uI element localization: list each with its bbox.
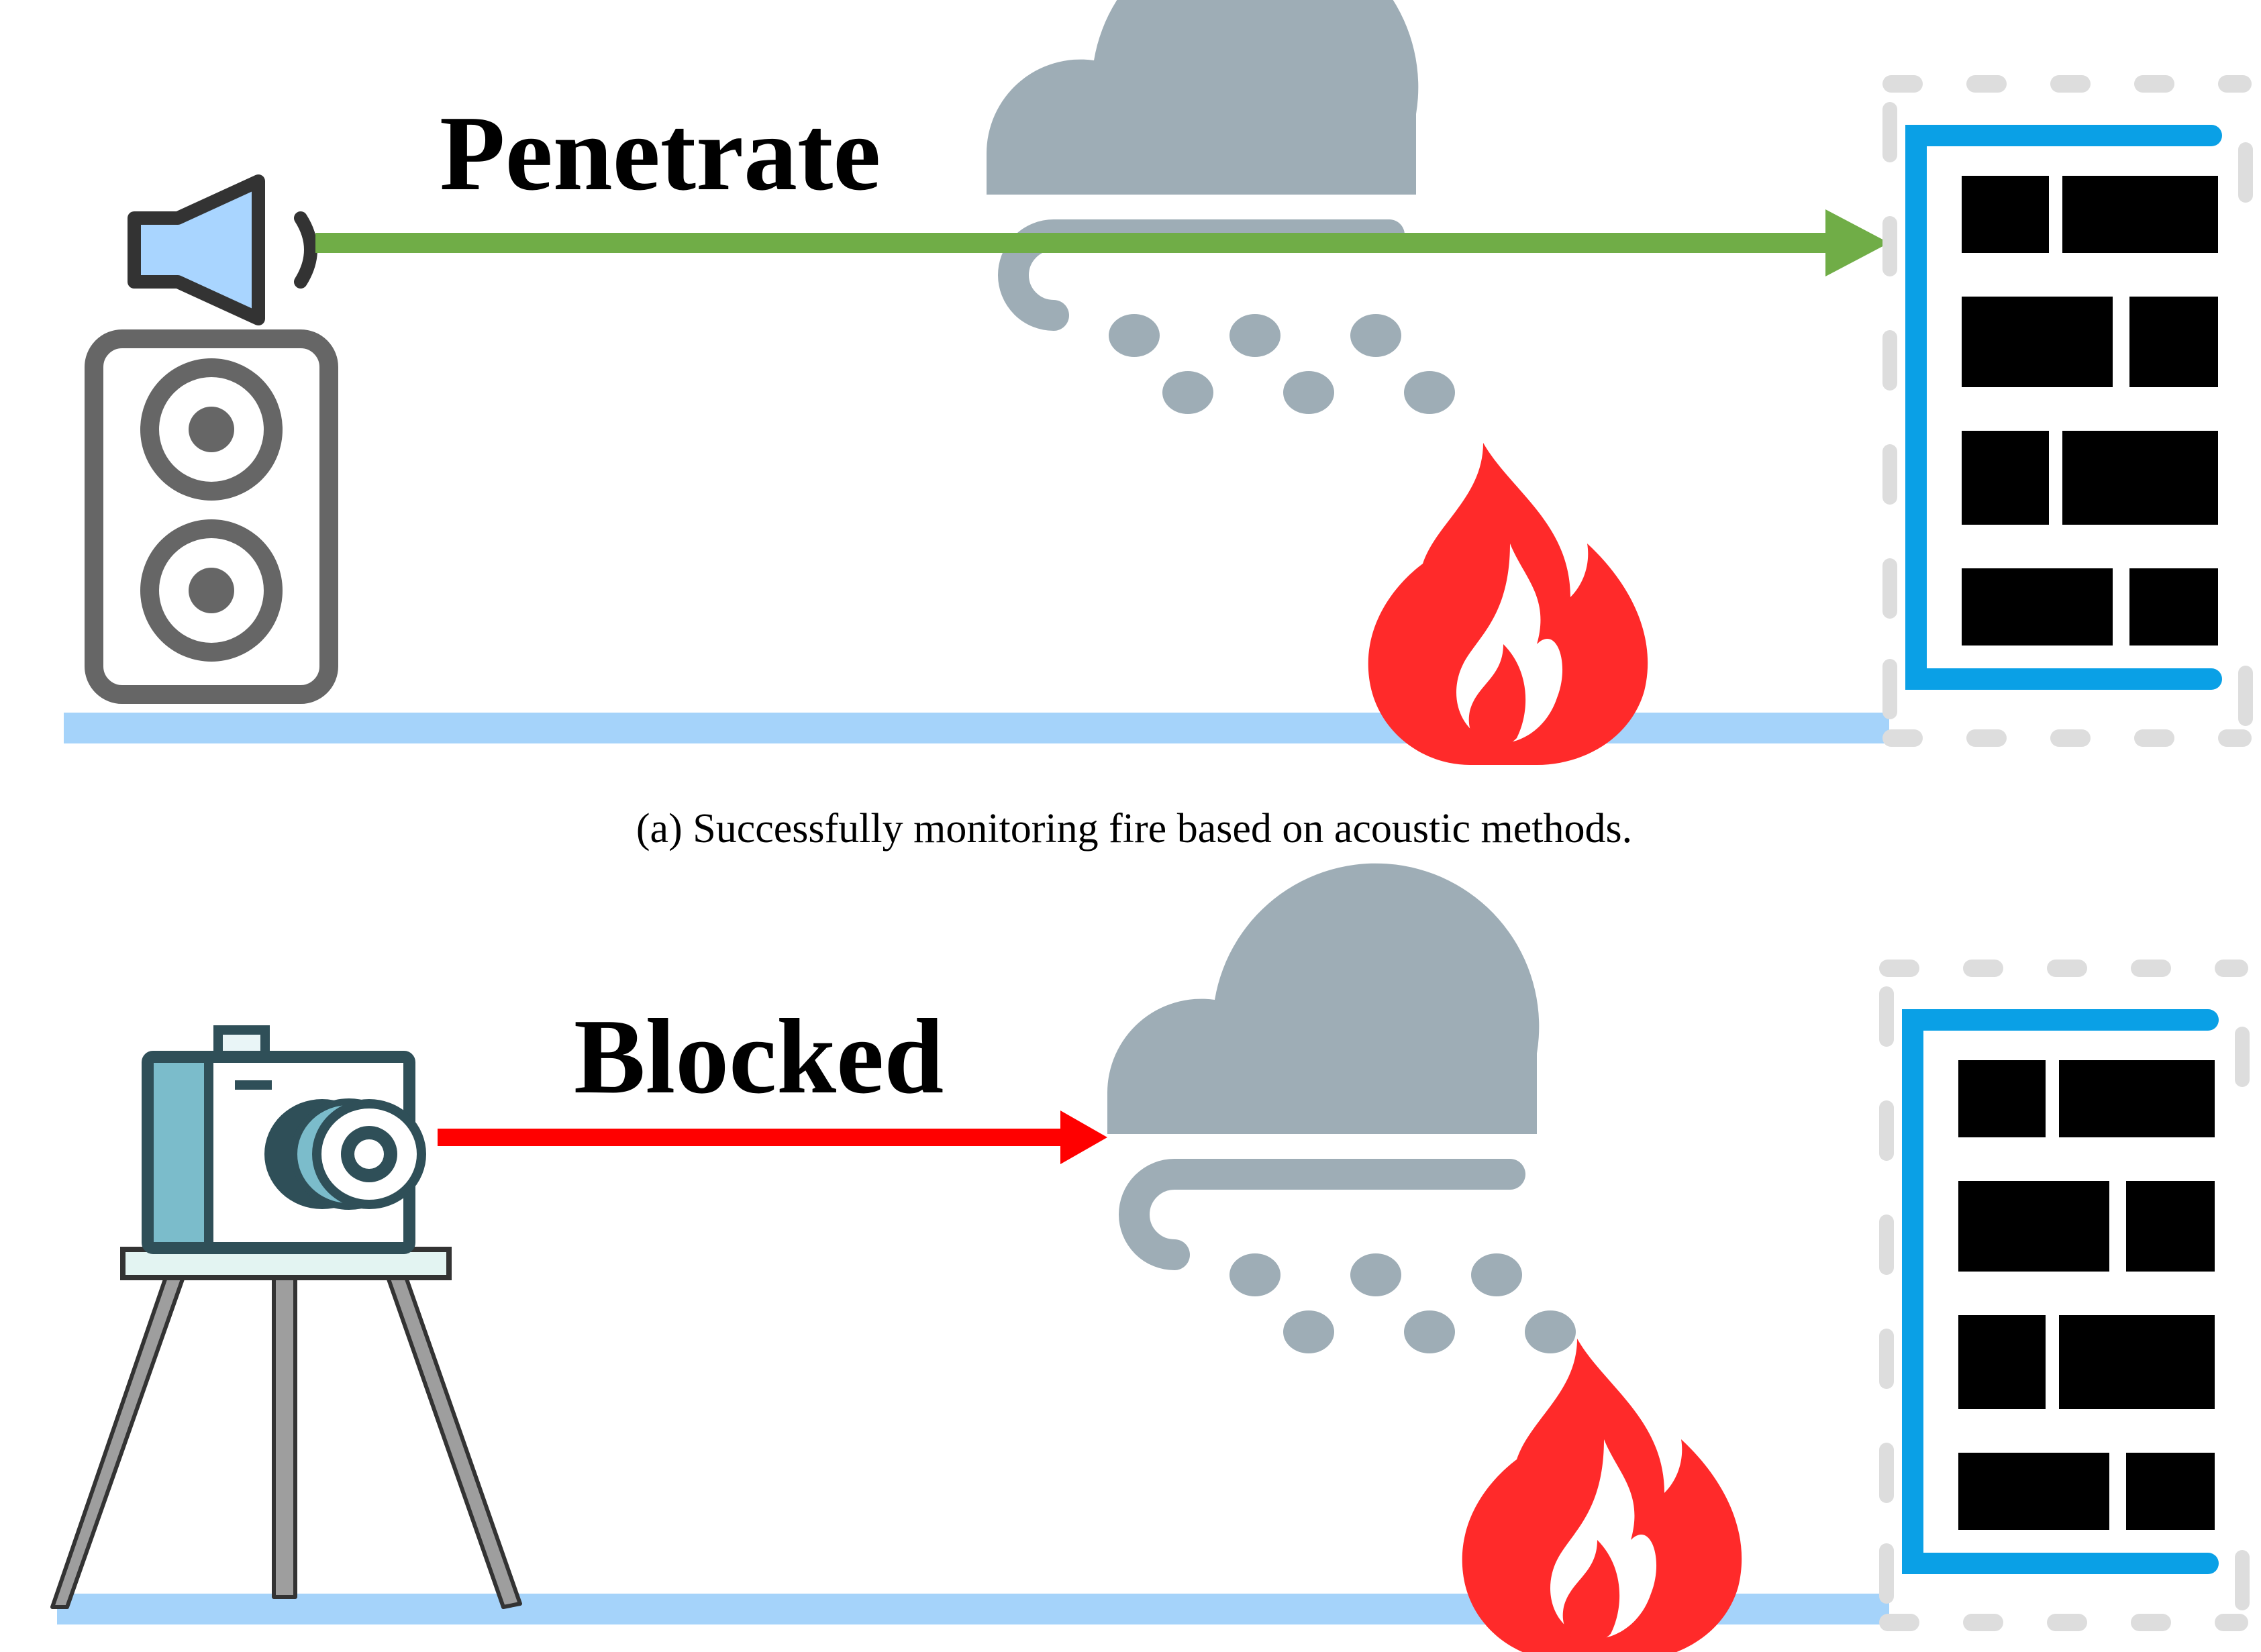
- fire-icon: [1462, 1339, 1742, 1652]
- cloud-icon: [1107, 864, 1576, 1353]
- panel-b: Blocked: [50, 864, 2250, 1652]
- penetrate-label: Penetrate: [440, 93, 881, 213]
- camera-icon: [142, 1025, 426, 1254]
- fire-icon: [1368, 443, 1648, 765]
- loudspeaker-icon: [128, 174, 317, 325]
- caption-a: (a) Successfully monitoring fire based o…: [636, 806, 1632, 851]
- penetrate-arrow: [315, 209, 1889, 276]
- building-icon: [1879, 960, 2250, 1631]
- blocked-arrow: [438, 1111, 1107, 1164]
- building-icon: [1882, 75, 2253, 747]
- cloud-icon: [987, 0, 1455, 414]
- blocked-label: Blocked: [574, 996, 944, 1116]
- tripod-icon: [50, 1247, 522, 1609]
- panel-a: Penetrate (a) Successfully monitoring fi…: [64, 0, 2253, 851]
- speaker-icon: [85, 329, 338, 704]
